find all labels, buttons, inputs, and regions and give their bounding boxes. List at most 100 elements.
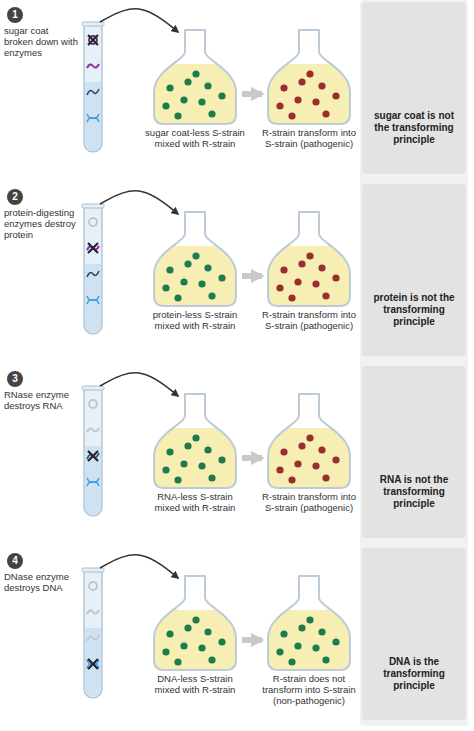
- bacterium: [162, 284, 169, 291]
- bacterium: [312, 98, 319, 105]
- protein-icon: [87, 64, 99, 68]
- bacterium: [162, 648, 169, 655]
- flask-caption: R-strain transform into S-strain (pathog…: [258, 492, 360, 514]
- dna-icon: [87, 296, 99, 304]
- destroyed-mark: [88, 451, 98, 461]
- bacterium: [306, 434, 313, 441]
- test-tube: DNase enzyme destroys DNA: [84, 570, 102, 698]
- step-number: 2: [7, 189, 23, 205]
- tube-label: protein-digesting enzymes destroy protei…: [4, 208, 80, 241]
- bacterium: [198, 280, 205, 287]
- bacterium: [318, 82, 325, 89]
- transfer-arrow: [100, 373, 178, 396]
- tube-label: DNase enzyme destroys DNA: [4, 572, 80, 594]
- test-tube-glass: [84, 570, 102, 698]
- bacterium: [166, 266, 173, 273]
- test-tube-lip: [82, 568, 104, 572]
- test-tube: RNase enzyme destroys RNA: [84, 388, 102, 516]
- bacterium: [208, 292, 215, 299]
- bacterium: [294, 96, 301, 103]
- bacterium: [198, 644, 205, 651]
- panel-column: [360, 0, 468, 726]
- transfer-arrow: [100, 9, 178, 32]
- step-number-text: 1: [7, 7, 23, 23]
- flask-outline: [268, 576, 350, 670]
- bacterium: [318, 264, 325, 271]
- test-tube-bottom: [85, 143, 101, 151]
- protein-icon: [87, 610, 99, 614]
- bacterium: [288, 658, 295, 665]
- test-tube-bottom: [85, 507, 101, 515]
- step-number: 1: [7, 7, 23, 23]
- bacterium: [218, 92, 225, 99]
- bacterium: [318, 446, 325, 453]
- bacterium: [162, 102, 169, 109]
- bacterium: [184, 442, 191, 449]
- bacterium: [162, 466, 169, 473]
- bacterium: [294, 460, 301, 467]
- bacterium: [312, 462, 319, 469]
- bacterium: [298, 624, 305, 631]
- flask-drawing: [148, 394, 242, 490]
- test-tube: sugar coat broken down with enzymes: [84, 24, 102, 152]
- bacterium: [208, 110, 215, 117]
- flask-caption: R-strain transform into S-strain (pathog…: [258, 128, 360, 150]
- bacterium: [166, 630, 173, 637]
- flask-outline: [154, 30, 236, 124]
- test-tube-glass: [84, 388, 102, 516]
- flask: sugar coat-less S-strain mixed with R-st…: [148, 30, 242, 152]
- sugar-icon: [89, 582, 97, 590]
- bacterium: [332, 638, 339, 645]
- bacterium: [294, 642, 301, 649]
- bacterium: [192, 434, 199, 441]
- flask: R-strain transform into S-strain (pathog…: [262, 212, 356, 334]
- bacterium: [204, 446, 211, 453]
- bacterium: [174, 476, 181, 483]
- bacterium: [298, 260, 305, 267]
- step-number: 4: [7, 553, 23, 569]
- step-number-text: 2: [7, 189, 23, 205]
- sugar-icon: [89, 400, 97, 408]
- bacterium: [322, 292, 329, 299]
- bacterium: [218, 638, 225, 645]
- bacterium: [204, 264, 211, 271]
- test-tube-glass: [84, 206, 102, 334]
- bacterium: [298, 442, 305, 449]
- bacterium: [208, 474, 215, 481]
- flask-outline: [154, 576, 236, 670]
- bacterium: [218, 456, 225, 463]
- test-tube-liquid: [85, 446, 101, 507]
- conclusion-text: sugar coat is not the transforming princ…: [366, 110, 462, 146]
- bacterium: [318, 628, 325, 635]
- result-panel: RNA is not the transforming principle: [362, 366, 466, 538]
- bacterium: [332, 456, 339, 463]
- flask-drawing: [262, 576, 356, 672]
- bacterium: [204, 628, 211, 635]
- bacterium: [192, 252, 199, 259]
- step-number-text: 3: [7, 371, 23, 387]
- test-tube-lip: [82, 22, 104, 26]
- flask-caption: R-strain does not transform into S-strai…: [258, 674, 360, 707]
- test-tube-glass: [84, 24, 102, 152]
- flask: R-strain does not transform into S-strai…: [262, 576, 356, 709]
- test-tube-liquid: [85, 628, 101, 689]
- protein-icon: [87, 428, 99, 432]
- bacterium: [276, 102, 283, 109]
- bacterium: [294, 278, 301, 285]
- dna-icon: [87, 660, 99, 668]
- bacterium: [306, 252, 313, 259]
- bacterium: [322, 110, 329, 117]
- bacterium: [180, 642, 187, 649]
- bacterium: [180, 278, 187, 285]
- test-tube-liquid: [85, 82, 101, 143]
- dna-icon: [87, 114, 99, 122]
- test-tube-bottom: [85, 325, 101, 333]
- transfer-arrow: [100, 191, 178, 214]
- bacterium: [280, 84, 287, 91]
- bacterium: [332, 92, 339, 99]
- flask-caption: R-strain transform into S-strain (pathog…: [258, 310, 360, 332]
- bacterium: [322, 474, 329, 481]
- bacterium: [192, 70, 199, 77]
